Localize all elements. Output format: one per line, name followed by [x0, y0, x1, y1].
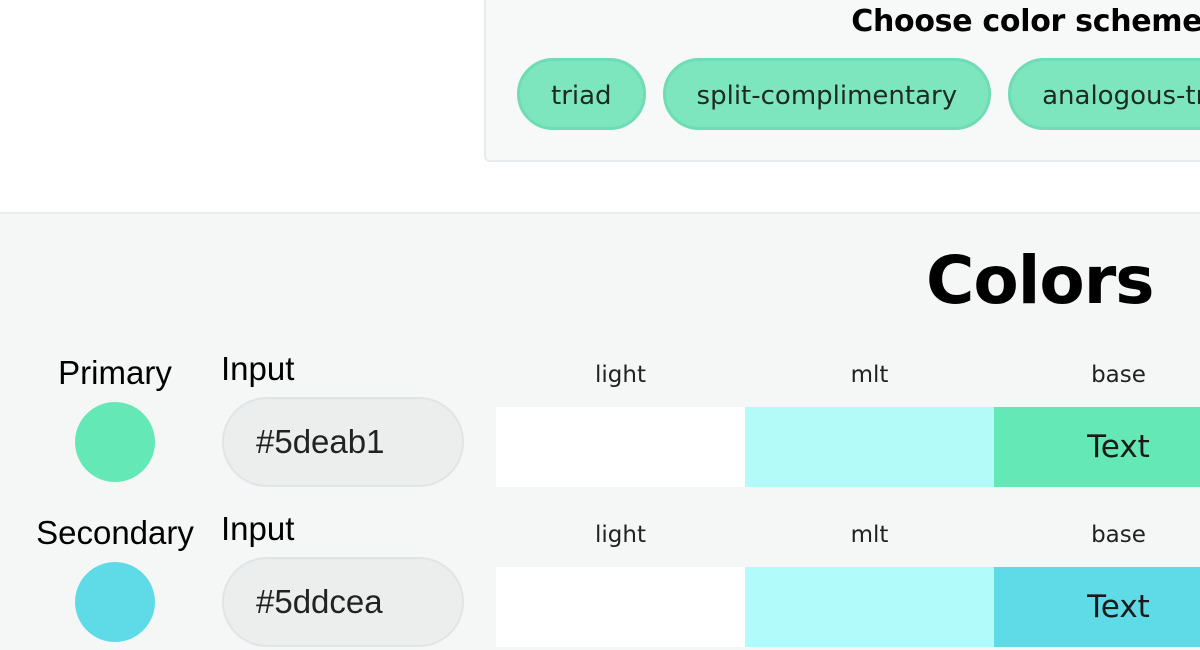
primary-shade-mlt: [745, 407, 994, 487]
primary-shade-header-base: base: [1091, 362, 1146, 388]
secondary-shade-header-mlt: mlt: [850, 522, 889, 548]
secondary-shade-mlt: [745, 567, 994, 647]
secondary-shade-base: Text: [994, 567, 1200, 647]
color-row-secondary: Secondary Input light mlt base Text: [0, 510, 1200, 650]
scheme-option-analogous-triad[interactable]: analogous-triad: [1008, 58, 1200, 130]
primary-base-text: Text: [1087, 429, 1150, 465]
color-scheme-title: Choose color scheme:: [851, 4, 1200, 39]
scheme-option-triad[interactable]: triad: [517, 58, 646, 130]
secondary-shade-header-base: base: [1091, 522, 1146, 548]
secondary-shade-light: [496, 567, 745, 647]
color-scheme-panel: Choose color scheme: triad split-complim…: [484, 0, 1200, 162]
row-label-secondary: Secondary: [36, 514, 194, 551]
scheme-option-split-complimentary[interactable]: split-complimentary: [662, 58, 992, 130]
primary-shade-base: Text: [994, 407, 1200, 487]
secondary-input-label: Input: [221, 510, 295, 547]
primary-hex-input[interactable]: [222, 397, 464, 487]
primary-shade-header-mlt: mlt: [850, 362, 889, 388]
color-scheme-options: triad split-complimentary analogous-tria…: [517, 58, 1200, 130]
secondary-base-text: Text: [1087, 589, 1150, 625]
primary-shade-header-light: light: [595, 362, 646, 388]
colors-section: Colors Primary Input light mlt base Text…: [0, 212, 1200, 650]
colors-title: Colors: [926, 242, 1155, 319]
secondary-hex-input[interactable]: [222, 557, 464, 647]
secondary-shade-header-light: light: [595, 522, 646, 548]
row-label-primary: Primary: [58, 354, 172, 391]
primary-shade-light: [496, 407, 745, 487]
primary-swatch: [75, 402, 155, 482]
secondary-swatch: [75, 562, 155, 642]
color-row-primary: Primary Input light mlt base Text: [0, 350, 1200, 504]
primary-input-label: Input: [221, 350, 295, 387]
